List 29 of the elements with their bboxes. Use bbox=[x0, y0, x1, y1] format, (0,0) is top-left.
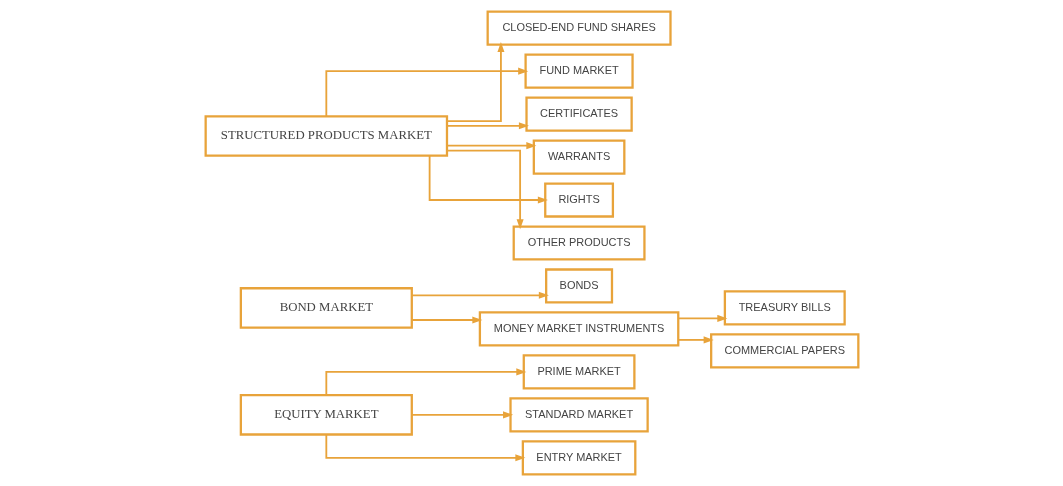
arrow bbox=[445, 142, 536, 150]
node-box: ENTRY MARKET bbox=[521, 440, 636, 476]
arrow bbox=[324, 67, 528, 118]
node-box: EQUITY MARKET bbox=[239, 394, 413, 436]
node-box: CERTIFICATES bbox=[524, 96, 633, 132]
arrow bbox=[445, 42, 504, 123]
arrow bbox=[410, 411, 513, 419]
node-box: STRUCTURED PRODUCTS MARKET bbox=[204, 115, 448, 157]
arrow bbox=[410, 291, 549, 299]
node-box: OTHER PRODUCTS bbox=[512, 225, 646, 261]
node-box: MONEY MARKET INSTRUMENTS bbox=[478, 311, 679, 347]
arrow bbox=[445, 122, 529, 130]
arrow bbox=[428, 155, 548, 204]
node-box: FUND MARKET bbox=[523, 53, 634, 89]
node-box: WARRANTS bbox=[532, 139, 625, 175]
node-box: TREASURY BILLS bbox=[723, 290, 846, 326]
node-box: BOND MARKET bbox=[239, 287, 413, 329]
arrow bbox=[410, 316, 482, 324]
arrow bbox=[445, 149, 524, 230]
node-box: STANDARD MARKET bbox=[508, 397, 649, 433]
arrow bbox=[324, 368, 526, 397]
node-box: COMMERCIAL PAPERS bbox=[709, 333, 859, 369]
arrow bbox=[324, 433, 525, 462]
node-box: PRIME MARKET bbox=[522, 354, 636, 390]
node-box: CLOSED-END FUND SHARES bbox=[486, 10, 672, 46]
arrow bbox=[676, 314, 727, 322]
arrow bbox=[676, 336, 714, 344]
node-box: BONDS bbox=[544, 268, 613, 304]
node-box: RIGHTS bbox=[543, 182, 614, 218]
